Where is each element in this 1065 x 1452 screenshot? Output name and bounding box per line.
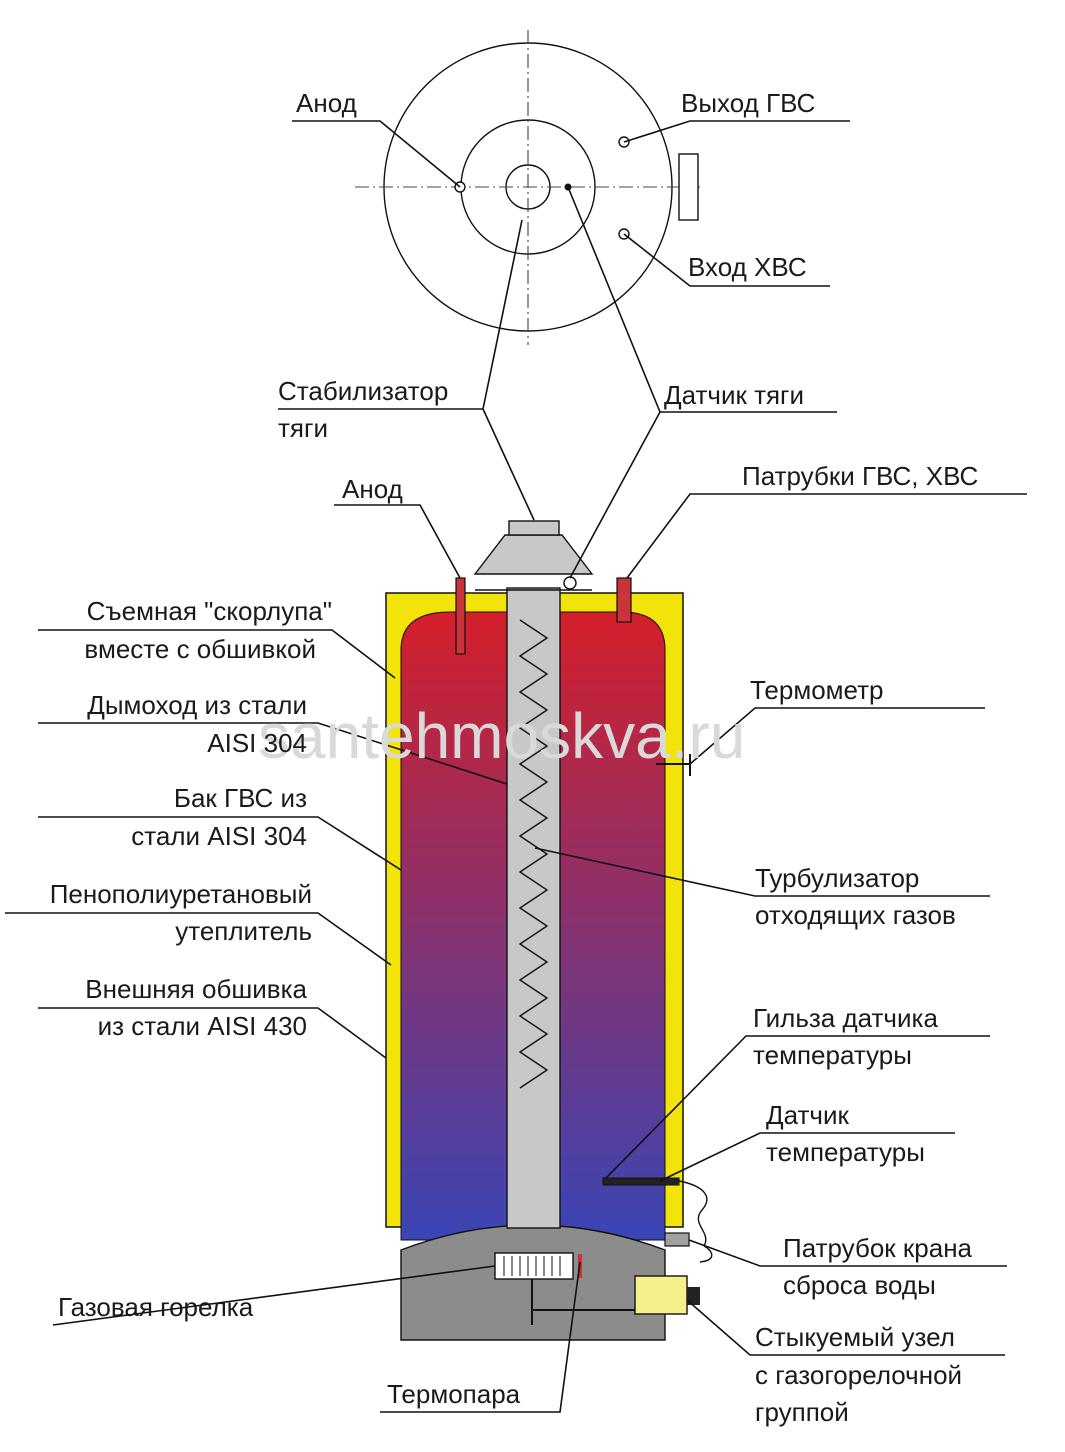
label-tank-line2: стали AISI 304: [131, 821, 307, 851]
label-draft-stabilizer-line2: тяги: [278, 413, 328, 443]
leader-draft-stab: [482, 219, 535, 521]
label-gas-unit-line3: группой: [755, 1397, 849, 1427]
label-flue-line1: Дымоход из стали: [87, 690, 307, 720]
label-tank-line1: Бак ГВС из: [174, 783, 307, 813]
leader-draft-sensor-top: [567, 186, 837, 413]
leader-shell: [38, 629, 396, 679]
label-gas-unit-line2: с газогорелочной: [755, 1360, 962, 1390]
label-insulation-line2: утеплитель: [175, 916, 312, 946]
leader-anode-side: [334, 504, 461, 579]
watermark: santehmoskva.ru: [258, 700, 745, 772]
leader-sleeve: [605, 1035, 990, 1179]
label-burner: Газовая горелка: [58, 1292, 254, 1322]
sensor-wire: [678, 1180, 708, 1247]
leader-draft-sensor-body: [569, 411, 661, 579]
flue-pipe: [506, 587, 561, 1229]
label-shell-line1: Съемная "скорлупа": [87, 596, 332, 626]
label-flue-line2: AISI 304: [207, 728, 307, 758]
label-outer-line2: из стали AISI 430: [98, 1011, 307, 1041]
label-sleeve-line1: Гильза датчика: [753, 1003, 938, 1033]
sensor-wire-end: [699, 1245, 713, 1263]
label-temp-sensor-line2: температуры: [766, 1137, 925, 1167]
label-gas-unit-line1: Стыкуемый узел: [755, 1322, 955, 1352]
leader-burner: [52, 1265, 496, 1326]
leader-hot-out: [623, 120, 850, 143]
label-hot-out: Выход ГВС: [681, 88, 815, 118]
leader-cold-in: [623, 233, 830, 287]
leader-flue: [38, 722, 508, 785]
label-outer-line1: Внешняя обшивка: [85, 974, 307, 1004]
labels: Анод Выход ГВС Вход ХВС Стабилизатор тяг…: [50, 88, 979, 1427]
label-drain-line2: сброса воды: [783, 1270, 936, 1300]
gas-burner: [494, 1252, 574, 1280]
hot-cold-pipes: [616, 577, 632, 623]
leader-thermocouple: [380, 1261, 581, 1413]
leader-thermometer: [689, 707, 985, 765]
label-cold-in: Вход ХВС: [688, 252, 807, 282]
label-anode-top: Анод: [296, 88, 357, 118]
leader-pipes: [626, 493, 1027, 579]
leader-outer: [38, 1007, 387, 1059]
label-insulation-line1: Пенополиуретановый: [50, 879, 312, 909]
draft-stabilizer-hood: [473, 534, 594, 575]
top-view: [355, 30, 700, 345]
label-thermometer: Термометр: [750, 675, 884, 705]
leader-anode-top: [292, 120, 461, 188]
drain-pipe: [664, 1232, 690, 1247]
leader-drain: [688, 1239, 1007, 1267]
leader-insulation: [5, 912, 392, 966]
label-pipes: Патрубки ГВС, ХВС: [742, 461, 978, 491]
label-sleeve-line2: температуры: [753, 1040, 912, 1070]
label-draft-sensor: Датчик тяги: [664, 380, 804, 410]
gas-control-knob: [687, 1287, 700, 1305]
turbulator: [518, 619, 549, 1089]
label-shell-line2: вместе с обшивкой: [84, 634, 316, 664]
top-view-bracket: [678, 153, 699, 221]
label-turbulator-line1: Турбулизатор: [755, 863, 919, 893]
label-drain-line1: Патрубок крана: [783, 1233, 973, 1263]
burner-slots: [503, 1256, 561, 1276]
leader-lines: [5, 120, 1027, 1413]
draft-sensor: [563, 576, 577, 590]
draft-stabilizer-cap: [508, 520, 560, 536]
label-temp-sensor-line1: Датчик: [766, 1100, 849, 1130]
anode-rod: [455, 577, 466, 655]
leader-tank: [38, 816, 402, 871]
temperature-sensor-sleeve: [602, 1177, 680, 1186]
label-anode-side: Анод: [342, 474, 403, 504]
gas-control-unit: [634, 1275, 688, 1315]
boiler-body: [385, 520, 713, 1341]
leader-gas-unit: [686, 1299, 1005, 1356]
leader-turbulator: [534, 847, 990, 897]
label-draft-stabilizer-line1: Стабилизатор: [278, 376, 448, 406]
label-thermocouple: Термопара: [387, 1379, 521, 1409]
label-turbulator-line2: отходящих газов: [755, 900, 956, 930]
leader-temp-sensor: [659, 1132, 955, 1182]
